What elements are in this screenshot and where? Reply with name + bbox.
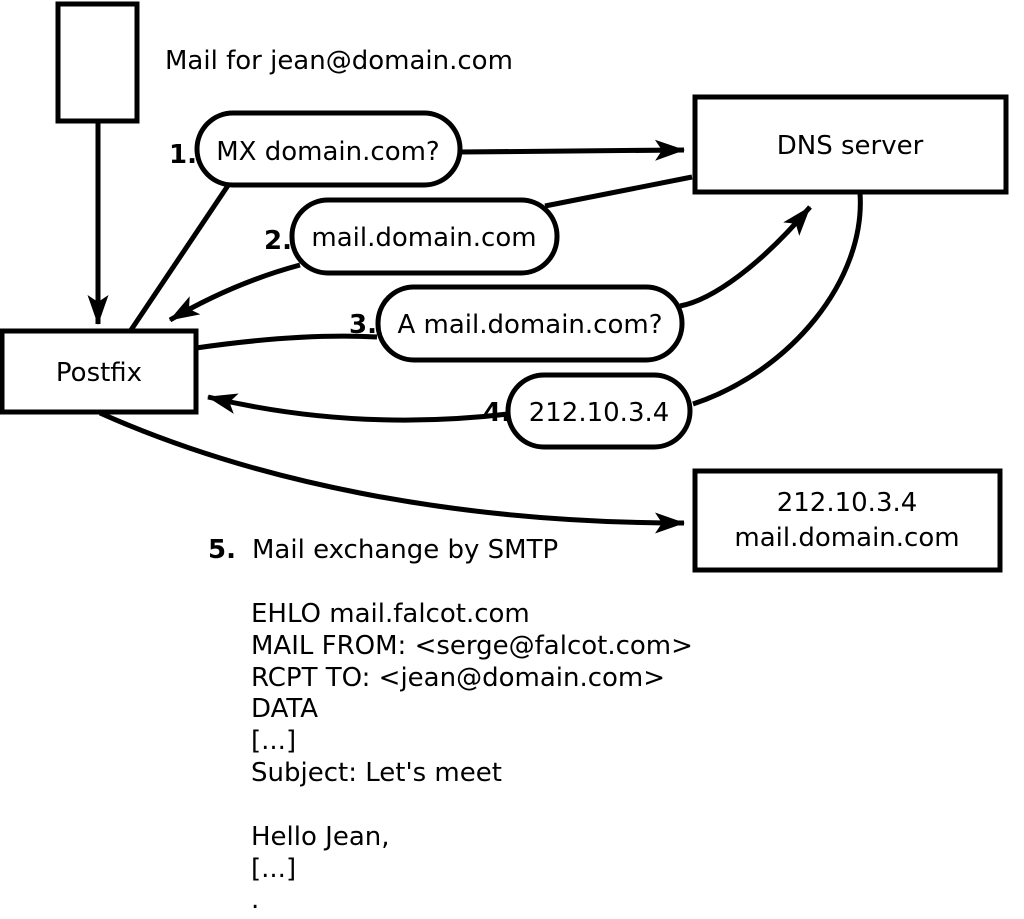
- mail-server-hostname: mail.domain.com: [734, 523, 959, 553]
- line-dns-to-response-mx: [544, 174, 693, 209]
- smtp-session-transcript: EHLO mail.falcot.com MAIL FROM: <serge@f…: [251, 599, 693, 915]
- dns-server-box: [692, 94, 1009, 195]
- pill-response-mx: [289, 197, 560, 276]
- line-dns-to-response-a: [692, 192, 863, 407]
- step-4-number: 4.: [483, 398, 511, 428]
- step-3-number: 3.: [349, 310, 377, 340]
- smtp-line: EHLO mail.falcot.com: [251, 599, 530, 629]
- line-query-mx-from-postfix: [128, 182, 232, 332]
- smtp-line: .: [251, 885, 259, 915]
- mail-message-box: [55, 1, 140, 124]
- step-1-number: 1.: [169, 140, 197, 170]
- step-5-label: Mail exchange by SMTP: [252, 535, 558, 565]
- postfix-box: [0, 328, 199, 415]
- mail-server-ip: 212.10.3.4: [777, 488, 918, 518]
- smtp-line: RCPT TO: <jean@domain.com>: [251, 663, 665, 693]
- step-5-number: 5.: [208, 535, 236, 565]
- pill-response-a: [505, 372, 693, 450]
- postfix-label: Postfix: [56, 358, 142, 388]
- smtp-line: Subject: Let's meet: [251, 758, 502, 788]
- smtp-line: MAIL FROM: <serge@falcot.com>: [251, 631, 693, 661]
- arrow-query-a-to-dns: [679, 205, 812, 309]
- arrow-smtp-to-mailserver: [98, 410, 685, 534]
- smtp-line: [...]: [251, 726, 296, 756]
- step-2-label: mail.domain.com: [311, 223, 536, 253]
- step-4-label: 212.10.3.4: [529, 398, 670, 428]
- smtp-line: Hello Jean,: [251, 822, 390, 852]
- step-1-label: MX domain.com?: [216, 137, 439, 167]
- smtp-line: [...]: [251, 854, 296, 884]
- line-postfix-to-query-a: [195, 333, 378, 351]
- step-3-label: A mail.domain.com?: [398, 310, 663, 340]
- smtp-line: DATA: [251, 694, 318, 724]
- arrow-query-mx-to-dns: [459, 139, 685, 161]
- pill-query-mx: [194, 110, 463, 188]
- dns-server-label: DNS server: [777, 131, 924, 161]
- mail-server-box: [692, 468, 1003, 573]
- arrow-response-mx-to-postfix: [168, 262, 301, 323]
- arrow-response-a-to-postfix: [207, 393, 509, 423]
- diagram-title: Mail for jean@domain.com: [165, 46, 513, 76]
- pill-query-a: [375, 284, 685, 363]
- step-2-number: 2.: [264, 226, 292, 256]
